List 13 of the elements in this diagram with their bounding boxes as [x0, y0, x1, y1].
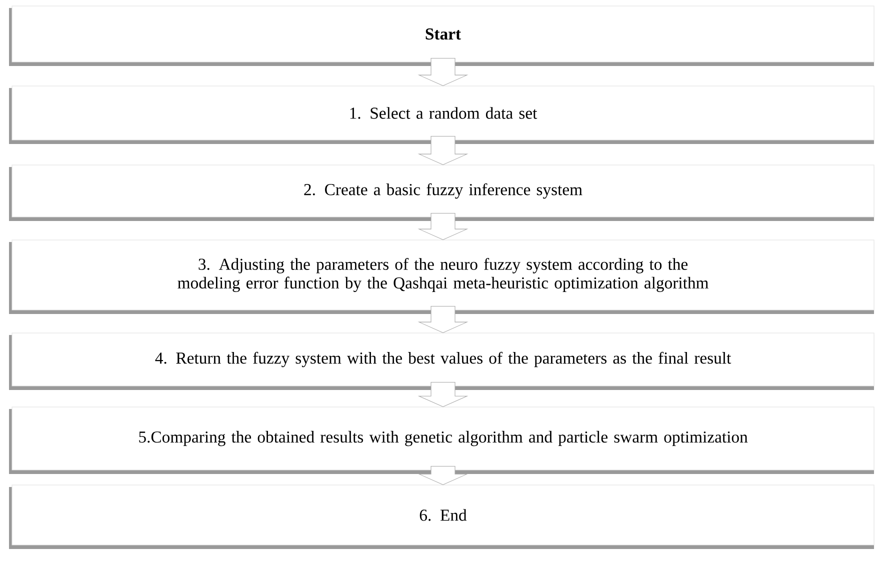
chevron-arrow: [418, 306, 468, 334]
chevron-arrow: [418, 58, 468, 86]
process-box: 5.Comparing the obtained results with genetic algorithm and particle swarm optimization: [9, 406, 874, 474]
process-box: 1. Select a random data set: [9, 86, 874, 144]
chevron-arrow: [418, 136, 468, 166]
process-box: 4. Return the fuzzy system with the best values of the parameters as the final result: [9, 332, 874, 390]
chevron-arrow: [418, 466, 468, 486]
chevron-arrow: [418, 382, 468, 408]
process-box: 3. Adjusting the parameters of the neuro fuzzy system according to the modeling error function by the Qashqai meta-heuristic optimization algorithm: [9, 240, 874, 314]
chevron-arrow: [418, 213, 468, 240]
process-box: Start: [9, 6, 874, 66]
process-box: 2. Create a basic fuzzy inference system: [9, 164, 874, 221]
process-box: 6. End: [9, 484, 874, 549]
